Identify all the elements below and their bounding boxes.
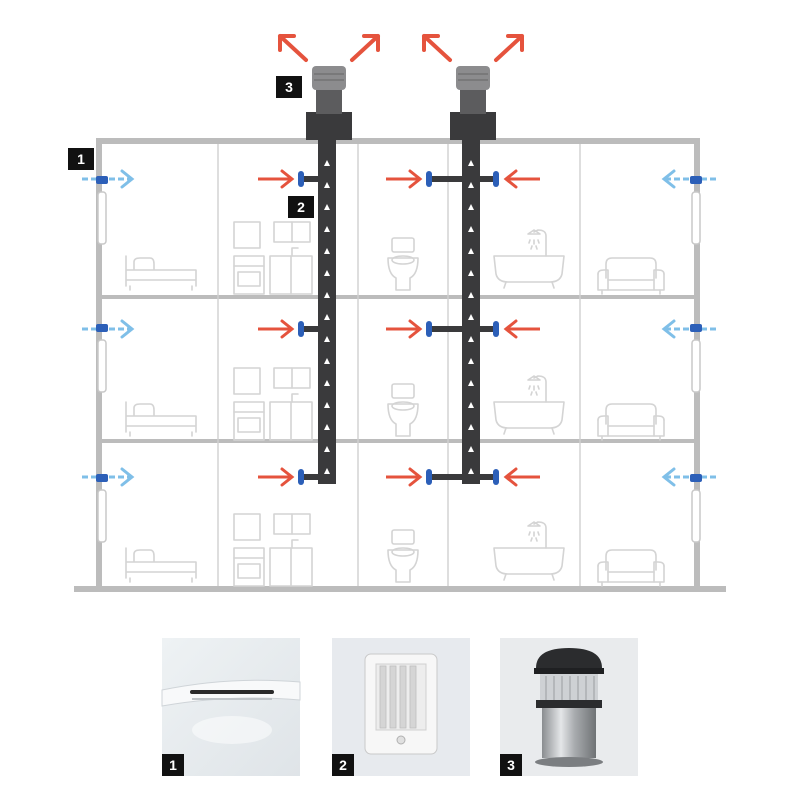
kitchen-fixtures [234,222,312,586]
badge-wall-vent: 1 [68,148,94,170]
arrow-into-kitchen-grille [258,469,292,485]
badge-roof-fan: 3 [276,76,302,98]
arrow-into-bath-grille [506,469,540,485]
bed-icon [126,402,196,436]
bedroom-fixtures [126,256,196,582]
arrow-into-bath-grille [506,171,540,187]
arrow-into-wc-grille [386,171,420,187]
kitchen-icon [234,222,312,294]
roof-fan-left [306,66,352,140]
sofa-icon [598,404,664,440]
bathtub-icon [494,376,564,434]
photo-badge-1: 1 [162,754,184,776]
svg-text:2: 2 [339,757,347,773]
arrow-into-kitchen-grille [258,321,292,337]
svg-text:1: 1 [169,757,177,773]
arrow-into-wc-grille [386,321,420,337]
airflow-direction-markers [324,160,474,474]
roof-fan-right [450,66,496,140]
photo-badge-3: 3 [500,754,522,776]
wc-fixtures [388,238,418,582]
bed-icon [126,548,196,582]
toilet-icon [388,384,418,436]
arrow-into-wc-grille [386,469,420,485]
arrow-into-kitchen-grille [258,171,292,187]
kitchen-icon [234,514,312,586]
bathtub-icon [494,522,564,580]
living-room-fixtures [598,258,664,586]
bed-icon [126,256,196,290]
bathroom-fixtures [494,230,564,580]
toilet-icon [388,530,418,582]
wall-vent-units [96,176,702,542]
kitchen-icon [234,368,312,440]
svg-text:3: 3 [507,757,515,773]
exhaust-duct-right [430,138,494,484]
building-frame [74,138,726,592]
sofa-icon [598,550,664,586]
sofa-icon [598,258,664,294]
bathtub-icon [494,230,564,288]
svg-text:1: 1 [77,151,85,167]
svg-text:3: 3 [285,79,293,95]
badge-extract-grille: 2 [288,196,314,218]
exhaust-duct-left [304,138,336,484]
svg-text:2: 2 [297,199,305,215]
room-partitions [218,144,580,586]
toilet-icon [388,238,418,290]
arrow-into-bath-grille [506,321,540,337]
photo-badge-2: 2 [332,754,354,776]
exhaust-out-arrows [280,36,522,60]
